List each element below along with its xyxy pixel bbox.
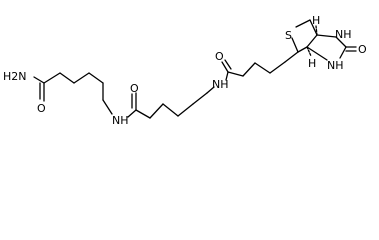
chain-bond — [127, 109, 137, 118]
chain-bond — [33, 76, 45, 84]
stereo-bond — [306, 46, 312, 57]
sulfur-label: S — [285, 29, 292, 42]
ring-bond — [339, 46, 347, 59]
oxygen-label: O — [130, 82, 139, 95]
bond-layer — [33, 19, 357, 119]
chain-bond — [73, 72, 90, 84]
oxygen-label: O — [358, 43, 367, 56]
ring-bond — [316, 34, 337, 38]
nh-label: NH — [335, 28, 352, 41]
hydrogen-label: H — [312, 14, 320, 27]
chain-bond — [149, 103, 164, 119]
nh-label: NH — [327, 59, 344, 72]
nh-label: NH — [212, 78, 229, 91]
ring-bond — [309, 19, 318, 36]
chain-bond — [162, 103, 179, 117]
oxygen-label: O — [37, 102, 46, 115]
carbonyl-bond — [221, 61, 229, 73]
chain-bond — [59, 72, 75, 84]
nh-label: NH — [112, 114, 129, 127]
ring-bond — [297, 46, 308, 53]
molecule-drawing: H2N O NH O NH O S H H NH NH O — [3, 14, 367, 127]
carbonyl-bond-double — [224, 59, 232, 70]
chain-bond — [242, 62, 256, 77]
chain-bond — [192, 92, 208, 105]
chain-bond — [88, 72, 104, 84]
chain-bond — [102, 99, 113, 115]
chain-bond — [43, 72, 61, 84]
hydrogen-label: H — [308, 57, 316, 70]
chain-bond — [284, 51, 299, 63]
ring-bond — [291, 37, 299, 53]
chain-bond — [227, 71, 244, 77]
ring-bond — [306, 34, 318, 48]
stereo-bond — [315, 25, 318, 36]
ring-bond — [335, 36, 347, 48]
amine-label: H2N — [3, 70, 27, 83]
ring-bond — [295, 19, 311, 28]
chain-bond — [206, 86, 215, 94]
oxygen-label: O — [215, 50, 224, 63]
structure-canvas: H2N O NH O NH O S H H NH NH O — [3, 14, 367, 127]
chain-bond — [177, 103, 194, 117]
chain-bond — [254, 62, 271, 74]
chain-bond — [135, 109, 151, 119]
label-layer: H2N O NH O NH O S H H NH NH O — [3, 14, 367, 127]
chain-bond — [269, 61, 286, 74]
ring-bond — [306, 46, 328, 61]
chain-bond — [225, 71, 229, 81]
